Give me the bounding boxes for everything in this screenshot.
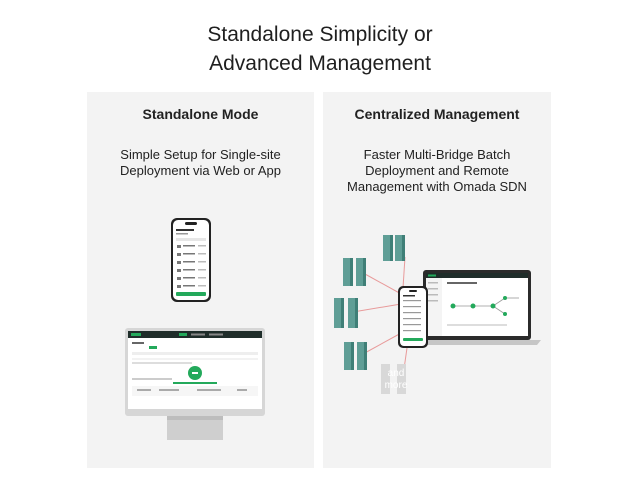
standalone-mode-title: Standalone Mode [142, 106, 259, 122]
smartphone-illustration [398, 286, 428, 348]
heading-line-2: Advanced Management [209, 52, 431, 75]
laptop-illustration [415, 270, 541, 345]
more-label-line-2: more [385, 380, 408, 391]
access-point-icon [343, 258, 366, 286]
smartphone-illustration [171, 218, 211, 302]
access-point-icon [344, 342, 367, 370]
more-label-line-1: and [388, 368, 405, 379]
centralized-desc-line-2: Deployment and Remote [365, 163, 509, 178]
standalone-illustration [125, 218, 265, 440]
centralized-management-description: Faster Multi-Bridge Batch Deployment and… [323, 147, 551, 195]
standalone-mode-description: Simple Setup for Single-site Deployment … [87, 147, 314, 179]
more-devices-icon [381, 364, 406, 394]
access-point-icon [383, 235, 405, 261]
heading-line-1: Standalone Simplicity or [207, 23, 433, 46]
standalone-desc-line-2: Deployment via Web or App [120, 163, 281, 178]
standalone-mode-panel: Standalone Mode Simple Setup for Single-… [87, 92, 314, 468]
page-heading: Standalone Simplicity or Advanced Manage… [0, 20, 640, 78]
standalone-desc-line-1: Simple Setup for Single-site [120, 147, 281, 162]
desktop-monitor-illustration [125, 328, 265, 440]
centralized-illustration: and more [334, 235, 541, 394]
centralized-management-title: Centralized Management [354, 106, 520, 122]
centralized-desc-line-1: Faster Multi-Bridge Batch [363, 147, 511, 162]
centralized-desc-line-3: Management with Omada SDN [347, 179, 527, 194]
access-point-icon [334, 298, 358, 328]
centralized-management-panel: Centralized Management Faster Multi-Brid… [323, 92, 551, 468]
